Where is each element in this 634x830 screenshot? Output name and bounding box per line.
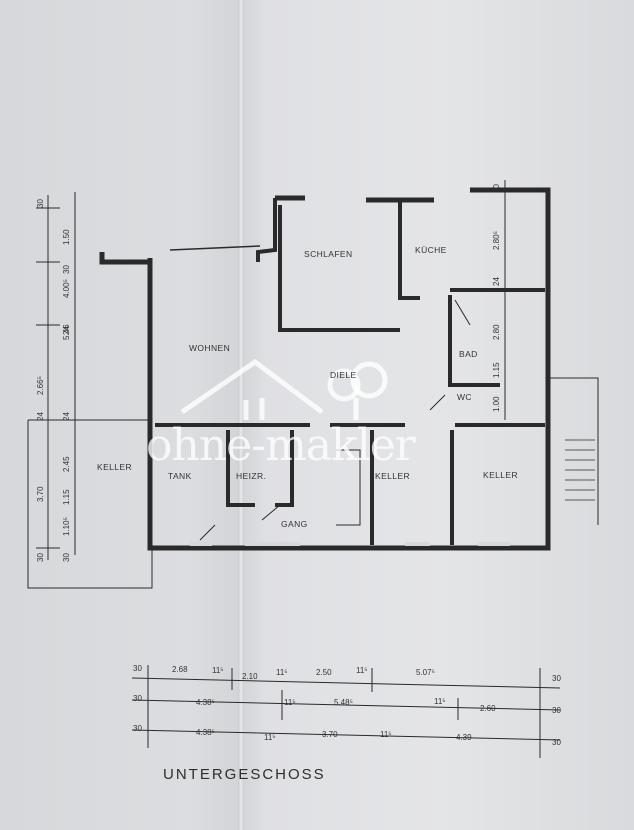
left-dim-14: 30 [36,553,45,562]
room-label-wc: WC [457,392,472,402]
bottom-r2-dim-4: 5.48⁵ [334,698,353,707]
bottom-r3-dim-5: 11⁵ [380,730,392,739]
room-label-gang: GANG [281,519,308,529]
bottom-r3-dim-1: 30 [133,724,142,733]
bottom-r1-dim-2: 2.68 [172,665,188,674]
bottom-r3-dim-6: 4.39 [456,733,472,742]
bottom-r1-dim-7: 11⁵ [356,666,368,675]
bottom-r3-dim-2: 4.38⁵ [196,728,215,737]
bottom-r3-dim-4: 3.70 [322,730,338,739]
left-dim-12: 1.15 [62,489,71,505]
right-dim-1: 30 [492,184,501,193]
paper-fold [238,0,244,830]
room-label-keller-left: KELLER [97,462,133,472]
right-dim-3: 24 [492,277,501,286]
left-dim-8: 24 [36,412,45,421]
left-dim-1: 30 [36,199,45,208]
bottom-r2-dim-2: 4.38⁵ [196,698,215,707]
bottom-r1-dim-1: 30 [133,664,142,673]
bottom-r1-dim-5: 11⁵ [276,668,288,677]
right-dim-5: 1.15 [492,362,501,378]
bottom-r2-dim-5: 11⁵ [434,697,446,706]
bottom-r2-dim-7: 30 [552,706,561,715]
bottom-r1-dim-4: 2.10 [242,672,258,681]
watermark-logo-icon [180,358,388,420]
bottom-r1-dim-8: 5.07⁵ [416,668,435,677]
left-dim-3: 30 [62,265,71,274]
bottom-r2-dim-3: 11⁵ [284,698,296,707]
room-label-kueche: KÜCHE [415,245,447,255]
room-label-heizr: HEIZR. [236,471,267,481]
room-label-tank: TANK [168,471,192,481]
bottom-r3-dim-7: 30 [552,738,561,747]
room-label-keller-mid: KELLER [375,471,411,481]
left-dim-15: 30 [62,553,71,562]
left-dim-4: 4.00⁵ [62,279,71,298]
room-label-bad: BAD [459,349,478,359]
bottom-r3-dim-3: 11⁵ [264,733,276,742]
right-dim-2: 2.80⁵ [492,231,501,250]
bottom-r1-dim-3: 11⁵ [212,666,224,675]
room-label-keller-right: KELLER [483,470,519,480]
room-label-diele: DIELE [330,370,357,380]
left-dim-2: 1.50 [62,229,71,245]
left-dim-13: 1.10⁵ [62,517,71,536]
plan-title: UNTERGESCHOSS [163,766,326,783]
room-label-schlafen: SCHLAFEN [304,249,353,259]
bottom-r1-dim-9: 30 [552,674,561,683]
left-dim-11: 3.70 [36,486,45,502]
right-dim-6: 1.00 [492,396,501,412]
left-dim-7: 2.66⁵ [36,376,45,395]
watermark-text: ohne-makler [146,420,416,471]
right-dim-4: 2.80 [492,324,501,340]
bottom-r2-dim-6: 2.60 [480,704,496,713]
left-dim-6: 5.46 [62,324,71,340]
left-dim-9: 24 [62,412,71,421]
left-dim-10: 2.45 [62,456,71,472]
room-label-wohnen: WOHNEN [189,343,231,353]
bottom-r2-dim-1: 30 [133,694,142,703]
bottom-r1-dim-6: 2.50 [316,668,332,677]
